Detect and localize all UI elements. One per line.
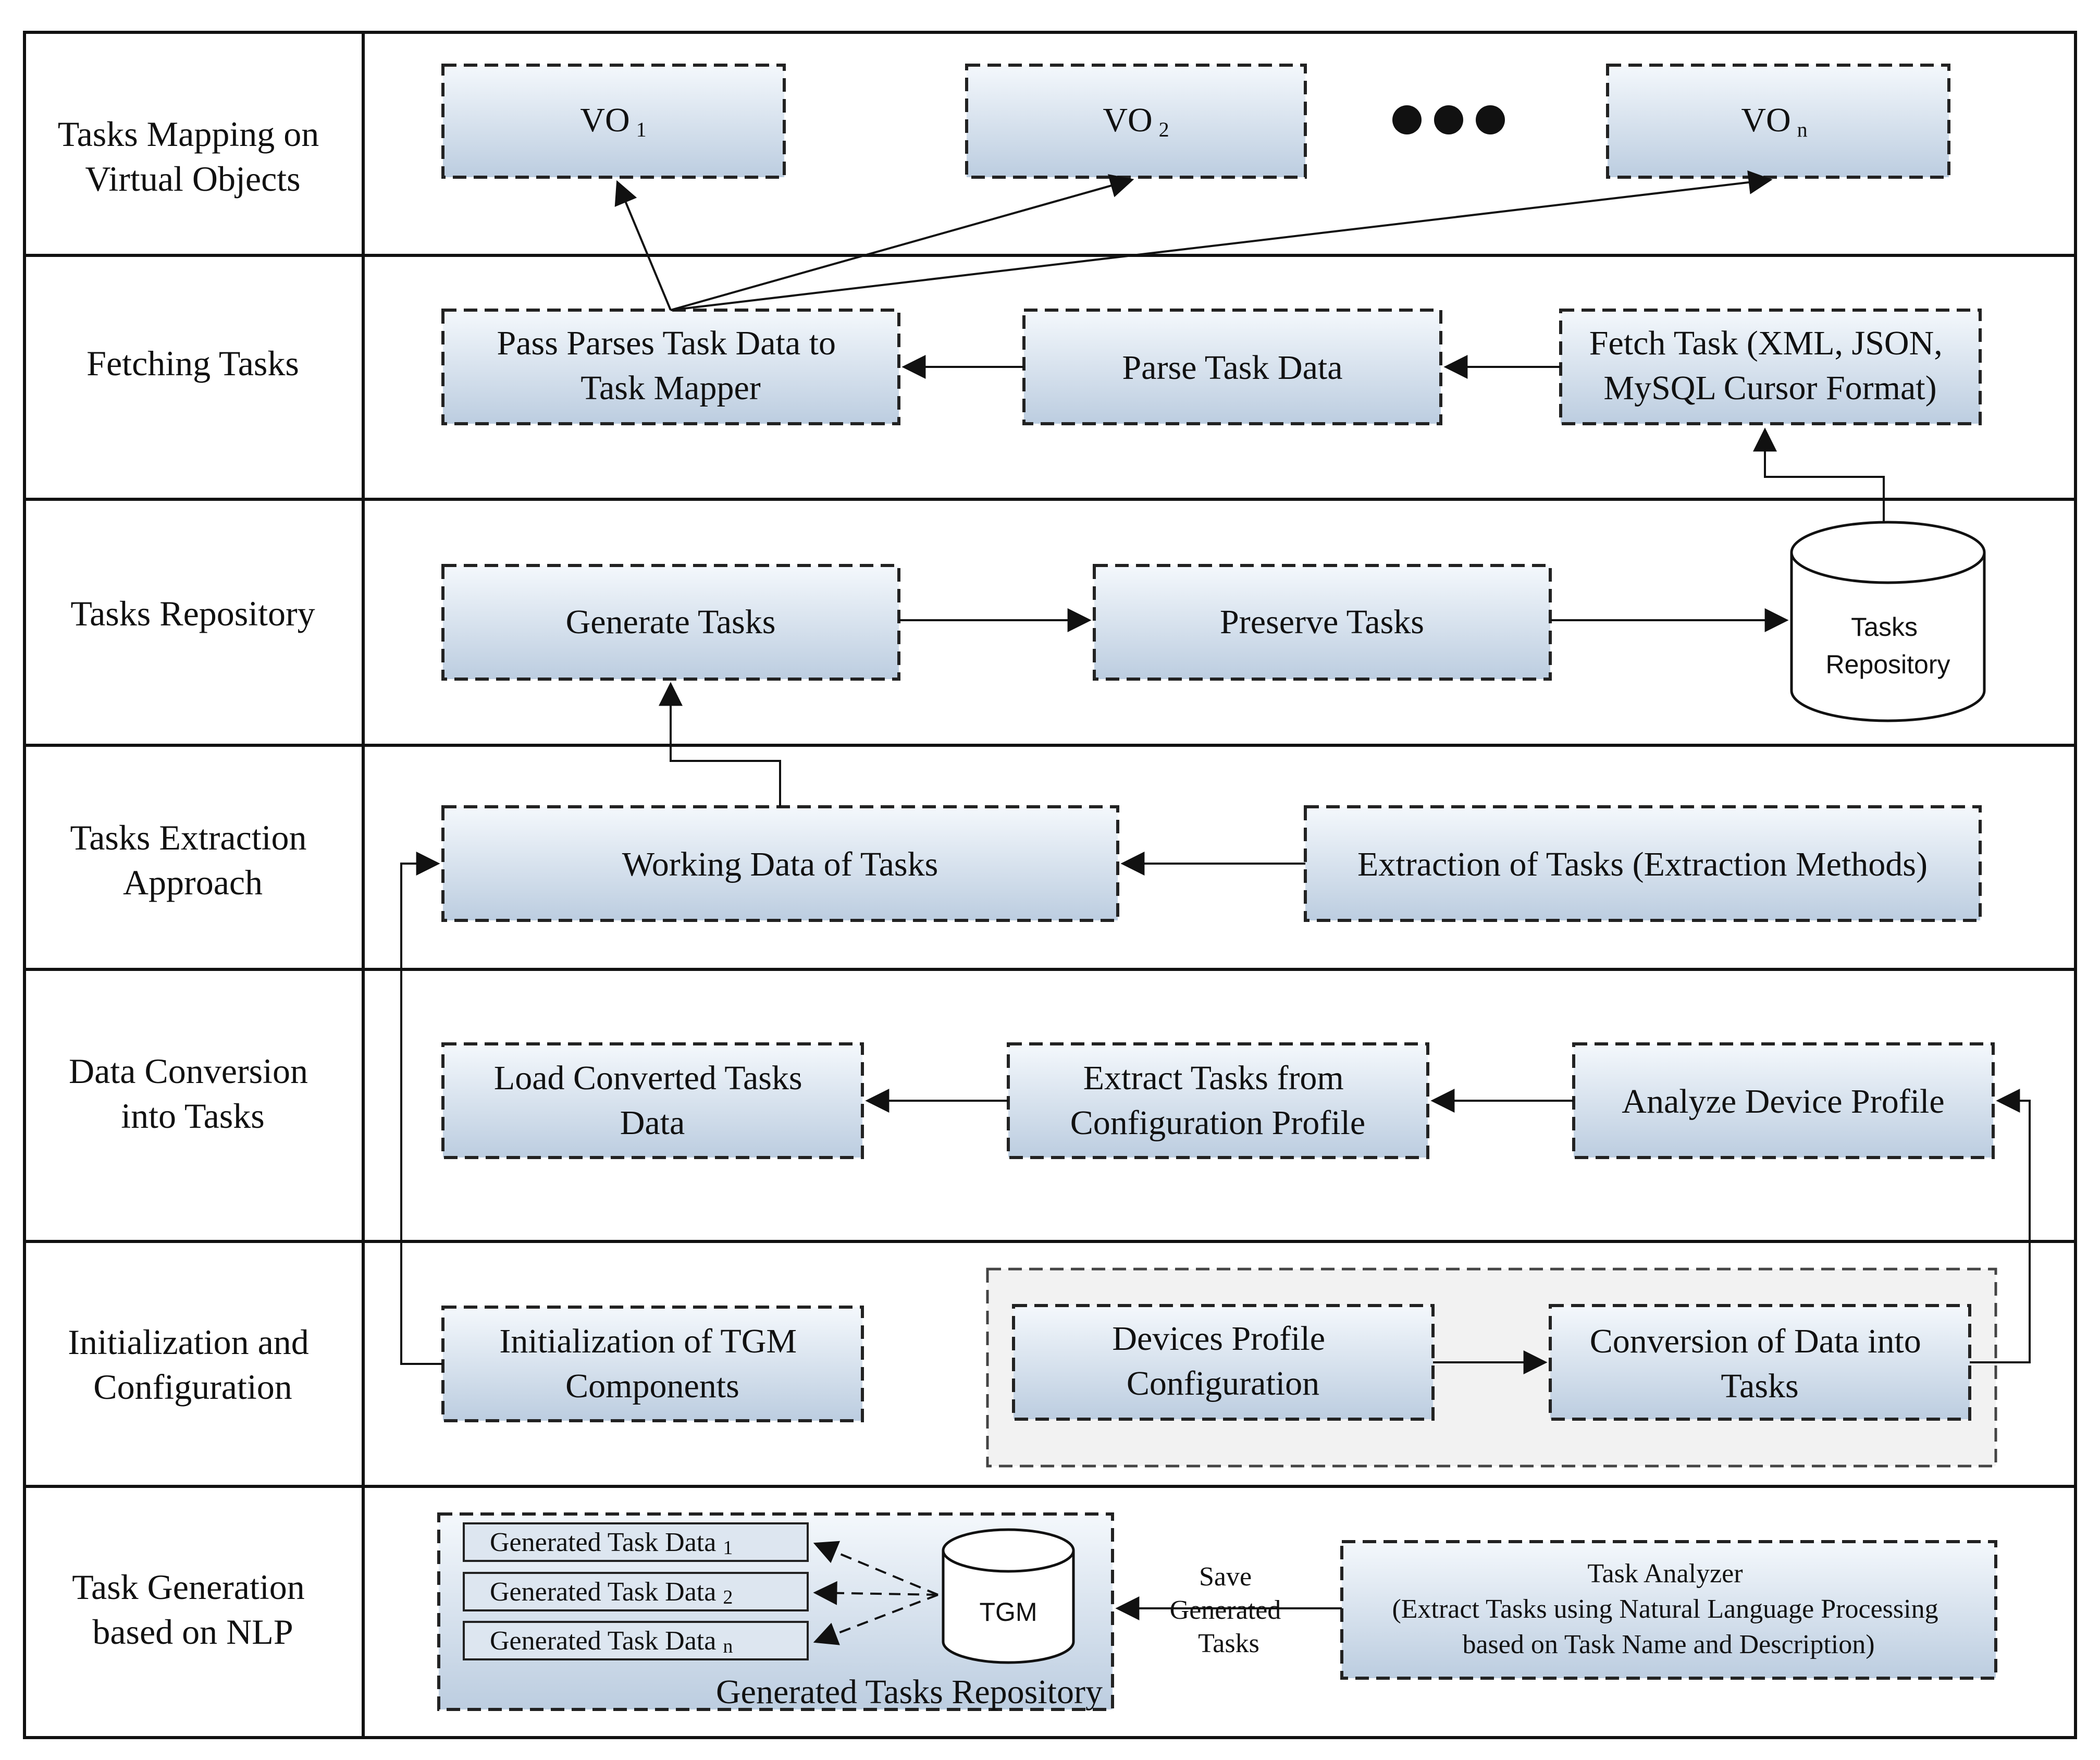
generated-task-data-2: Generated Task Data 2	[463, 1572, 809, 1611]
pass-parses-box: Pass Parses Task Data to Task Mapper	[441, 309, 900, 425]
svg-text:TGM: TGM	[979, 1597, 1037, 1627]
svg-text:Tasks Repository: Tasks Repository	[1826, 612, 1950, 679]
svg-text:Parse Task Data: Parse Task Data	[1122, 349, 1342, 387]
svg-text:Working Data of Tasks: Working Data of Tasks	[622, 845, 938, 883]
svg-text:VOn: VOn	[1741, 101, 1807, 141]
task-analyzer-box: Task Analyzer (Extract Tasks using Natur…	[1340, 1540, 1997, 1680]
generated-tasks-repository: Generated Task Data 1 Generated Task Dat…	[437, 1512, 1114, 1711]
conversion-row: Load Converted Tasks Data Extract Tasks …	[441, 1042, 1995, 1159]
svg-text:VO2: VO2	[1103, 101, 1169, 141]
svg-text:Generated Task Data 1: Generated Task Data 1	[490, 1528, 733, 1559]
generated-repo-caption: Generated Tasks Repository	[716, 1673, 1103, 1711]
svg-text:Load Converted Tasks D: Load Converted Tasks Data	[494, 1059, 811, 1142]
init-row: Initialization of TGM Components Devices…	[441, 1267, 1997, 1468]
tasks-repository-cylinder: Tasks Repository	[1790, 521, 1986, 722]
svg-text:Conversion of Data into: Conversion of Data into Tasks	[1590, 1322, 1930, 1405]
connectors	[400, 170, 2031, 1645]
row-labels: Tasks Mapping on Virtual Objects Fetchin…	[58, 114, 328, 1652]
svg-text:Analyze Device Profile: Analyze Device Profile	[1622, 1082, 1944, 1121]
nlp-row: Generated Task Data 1 Generated Task Dat…	[437, 1512, 1997, 1711]
extract-config-box: Extract Tasks from Configuration Profile	[1007, 1042, 1429, 1159]
parse-task-data-box: Parse Task Data	[1022, 309, 1442, 425]
repository-row: Generate Tasks Preserve Tasks Tasks Repo…	[441, 521, 1986, 722]
row-label-data-conversion: Data Conversion into Tasks	[69, 1051, 317, 1136]
tgm-cylinder: TGM	[942, 1528, 1075, 1664]
preserve-tasks-box: Preserve Tasks	[1093, 564, 1552, 681]
svg-text:Pass Parses Task Data to: Pass Parses Task Data to Task Mapper	[497, 324, 845, 407]
svg-text:Extraction of Tasks (Extractio: Extraction of Tasks (Extraction Methods)	[1357, 845, 1928, 883]
fetching-row: Pass Parses Task Data to Task Mapper Par…	[441, 309, 1982, 425]
fetch-task-box: Fetch Task (XML, JSON, MySQL Cursor Form…	[1559, 309, 1982, 425]
working-data-box: Working Data of Tasks	[441, 805, 1119, 922]
row-label-tasks-mapping: Tasks Mapping on Virtual Objects	[58, 114, 328, 199]
row-label-tasks-extraction: Tasks Extraction Approach	[70, 818, 315, 902]
row-label-initialization: Initialization and Configuration	[68, 1322, 318, 1407]
svg-text:Generate Tasks: Generate Tasks	[566, 603, 776, 641]
svg-text:Task Analyzer (Extract: Task Analyzer (Extract Tasks using Natur…	[1392, 1559, 1945, 1659]
generated-task-data-1: Generated Task Data 1	[463, 1522, 809, 1562]
generate-tasks-box: Generate Tasks	[441, 564, 900, 681]
extraction-row: Working Data of Tasks Extraction of Task…	[441, 805, 1982, 922]
svg-text:Devices Profile Config: Devices Profile Configuration	[1112, 1320, 1333, 1402]
conversion-data-box: Conversion of Data into Tasks	[1549, 1304, 1971, 1421]
row-label-task-generation: Task Generation based on NLP	[72, 1567, 314, 1652]
devices-profile-box: Devices Profile Configuration	[1012, 1304, 1435, 1421]
row-label-tasks-repository: Tasks Repository	[70, 594, 315, 633]
generated-task-data-n: Generated Task Data n	[463, 1621, 809, 1660]
init-tgm-box: Initialization of TGM Components	[441, 1306, 864, 1422]
extraction-methods-box: Extraction of Tasks (Extraction Methods)	[1304, 805, 1982, 922]
svg-text:VO1: VO1	[580, 101, 646, 141]
load-converted-box: Load Converted Tasks Data	[441, 1042, 864, 1159]
svg-text:Initialization of TGM: Initialization of TGM Components	[499, 1322, 805, 1405]
ellipsis-dots	[1392, 105, 1505, 134]
svg-text:Extract Tasks from Con: Extract Tasks from Configuration Profile	[1070, 1059, 1365, 1142]
svg-text:Fetch Task (XML, JSON,: Fetch Task (XML, JSON, MySQL Cursor Form…	[1589, 324, 1951, 407]
svg-text:Preserve Tasks: Preserve Tasks	[1220, 603, 1424, 641]
analyze-device-box: Analyze Device Profile	[1572, 1042, 1995, 1159]
save-generated-label: Save Generated Tasks	[1170, 1562, 1288, 1658]
svg-text:Generated Task Data 2: Generated Task Data 2	[490, 1577, 733, 1608]
swimlane-grid	[23, 31, 2077, 1739]
row-label-fetching-tasks: Fetching Tasks	[87, 343, 299, 383]
svg-text:Generated Task Data n: Generated Task Data n	[490, 1626, 733, 1657]
